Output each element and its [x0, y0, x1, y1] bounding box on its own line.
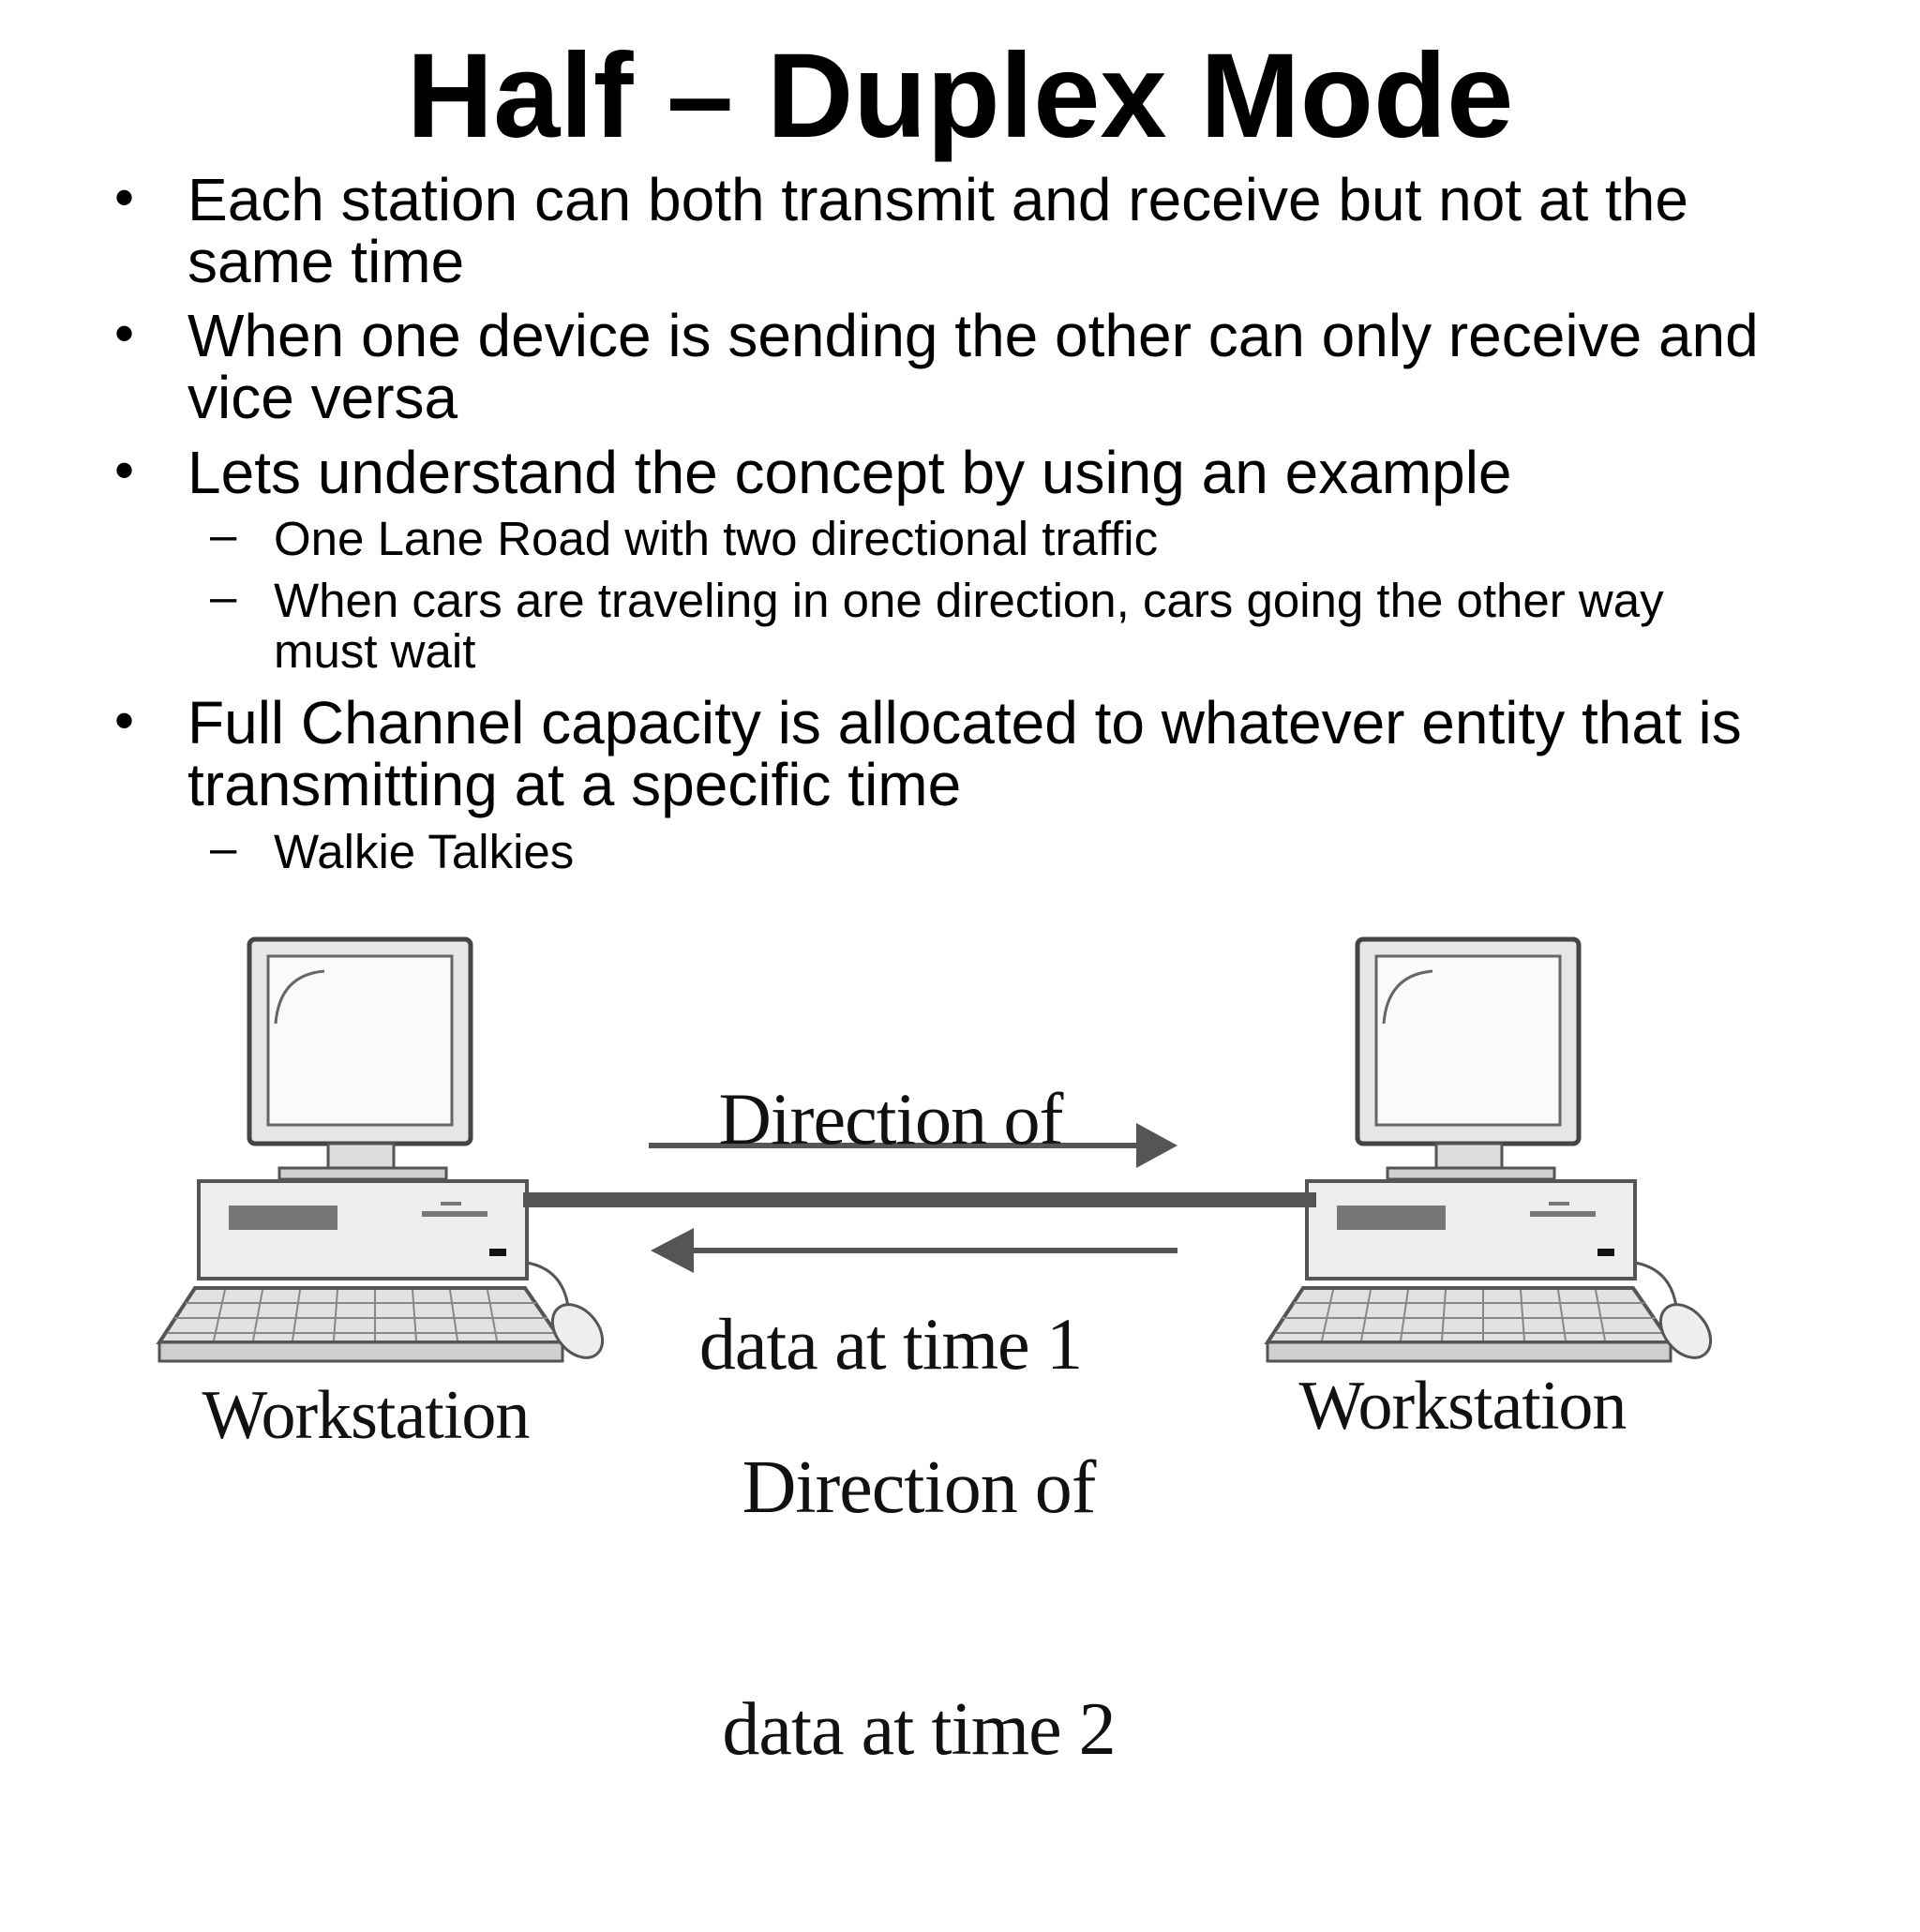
link-cable	[523, 1192, 1316, 1207]
bullet-mark: •	[114, 166, 135, 229]
bullet-text: Lets understand the concept by using an …	[188, 439, 1512, 506]
sub-bullet-text: When cars are traveling in one direction…	[274, 574, 1664, 678]
sub-bullet-text: One Lane Road with two directional traff…	[274, 512, 1159, 565]
workstation-left-label: Workstation	[202, 1377, 531, 1454]
workstation-right-icon	[1268, 939, 1720, 1368]
half-duplex-diagram: Direction of data at time 1 Direction of…	[0, 919, 1920, 1770]
workstation-right-label: Workstation	[1298, 1368, 1628, 1445]
diagram-graphic	[0, 919, 1920, 1440]
slide-title: Half – Duplex Mode	[406, 29, 1514, 163]
label-time-2-line-2: data at time 2	[722, 1688, 1116, 1771]
sub-bullet-text: Walkie Talkies	[274, 825, 575, 878]
bullet-text: Full Channel capacity is allocated to wh…	[188, 689, 1742, 818]
arrow-right-icon	[649, 1123, 1178, 1168]
label-time-1-line-2: data at time 1	[698, 1303, 1083, 1385]
bullet-item: • When one device is sending the other c…	[114, 302, 1838, 431]
bullet-text: Each station can both transmit and recei…	[188, 166, 1688, 295]
label-time-1-line-1: Direction of	[718, 1078, 1063, 1160]
bullet-item: • Full Channel capacity is allocated to …	[114, 689, 1838, 818]
sub-bullet-item: – When cars are traveling in one directi…	[210, 572, 1774, 678]
label-time-2: Direction of data at time 2	[694, 1286, 1144, 1931]
sub-bullet-mark: –	[210, 821, 237, 875]
bullet-item: • Lets understand the concept by using a…	[114, 439, 1838, 506]
bullet-mark: •	[114, 689, 135, 752]
sub-bullet-mark: –	[210, 570, 237, 623]
bullet-mark: •	[114, 302, 135, 365]
arrow-left-icon	[651, 1228, 1178, 1273]
label-time-1: Direction of data at time 1	[666, 932, 1116, 1532]
sub-bullet-mark: –	[210, 508, 237, 562]
bullet-mark: •	[114, 439, 135, 502]
bullet-text: When one device is sending the other can…	[188, 302, 1759, 431]
sub-bullet-item: – Walkie Talkies	[210, 823, 1774, 878]
workstation-left-icon	[159, 939, 612, 1368]
label-time-2-line-1: Direction of	[742, 1446, 1097, 1529]
bullet-item: • Each station can both transmit and rec…	[114, 166, 1838, 295]
sub-bullet-item: – One Lane Road with two directional tra…	[210, 510, 1774, 565]
